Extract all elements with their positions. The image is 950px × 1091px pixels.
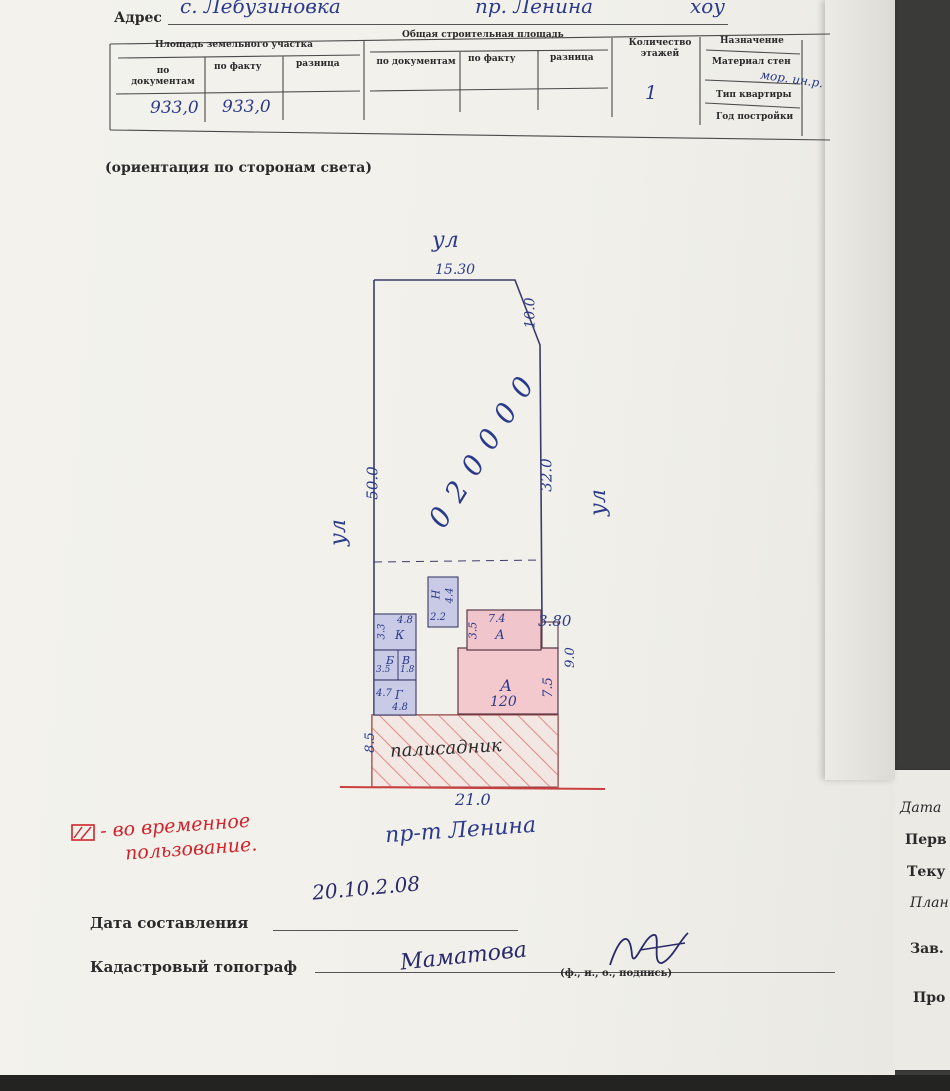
porch-step xyxy=(541,621,559,649)
dim-right-small: 9.0 xyxy=(562,647,578,668)
annex-label: А xyxy=(495,628,505,643)
date-label: Дата составления xyxy=(90,914,249,932)
v-label: В xyxy=(402,654,411,667)
table-surface xyxy=(0,1075,950,1091)
building-k xyxy=(373,613,417,651)
date-underline xyxy=(273,930,518,931)
building-bv xyxy=(373,649,417,681)
side-text-5: Зав. xyxy=(910,941,944,957)
signature-caption: (ф., и., о., подпись) xyxy=(560,968,673,979)
dim-top: 15.30 xyxy=(435,262,476,278)
purpose-header: Назначение xyxy=(720,36,784,46)
land-docs-col: по документам xyxy=(131,66,195,87)
k-label: К xyxy=(395,628,405,642)
paper-sheet xyxy=(0,0,895,1075)
dim-front: 8.5 xyxy=(362,732,378,753)
building-fact-col: по факту xyxy=(468,54,516,64)
g-label: Г xyxy=(395,688,403,702)
shed-label: Н xyxy=(429,589,443,600)
side-text-1: Дата xyxy=(900,800,942,816)
legend-hatch-swatch xyxy=(71,824,95,841)
wall-material-label: Материал стен xyxy=(712,57,791,67)
topographer-label: Кадастровый топограф xyxy=(90,958,298,976)
house-area: 120 xyxy=(490,694,517,710)
address-extra: хоу xyxy=(690,0,725,18)
address-street: пр. Ленина xyxy=(475,0,594,18)
b-dim: 3.5 xyxy=(376,665,391,675)
land-docs-value: 933,0 xyxy=(150,98,199,118)
house-a xyxy=(457,647,559,715)
address-underline xyxy=(168,24,728,25)
front-garden-hatched xyxy=(371,714,559,788)
land-diff-col: разница xyxy=(296,59,340,69)
street-left: ул xyxy=(325,519,351,546)
apartment-type-label: Тип квартиры xyxy=(716,90,792,100)
side-text-4: План xyxy=(910,895,949,911)
street-top: ул xyxy=(432,228,459,253)
building-diff-col: разница xyxy=(550,53,594,63)
address-village: с. Лебузиновка xyxy=(180,0,341,18)
dim-bottom: 21.0 xyxy=(455,790,491,809)
shed-n xyxy=(427,576,459,628)
annex-a1 xyxy=(466,609,542,651)
side-text-3: Теку xyxy=(907,864,946,880)
side-text-6: Про xyxy=(913,990,946,1006)
land-fact-col: по факту xyxy=(214,62,262,72)
annex-dim-2: 3.5 xyxy=(466,621,480,640)
dim-diagonal: 10.0 xyxy=(522,297,539,329)
k-dim-2: 4.8 xyxy=(397,615,413,626)
floors-value: 1 xyxy=(645,82,658,104)
address-label: Адрес xyxy=(114,10,162,26)
shed-dim-1: 4.4 xyxy=(444,587,456,604)
street-right: ул xyxy=(585,489,611,516)
side-text-2: Перв xyxy=(905,832,947,848)
building-docs-col: по документам xyxy=(376,57,456,67)
g-dim-2: 4.8 xyxy=(392,702,408,713)
b-label: Б xyxy=(386,654,395,667)
dim-step: 3.80 xyxy=(538,612,572,630)
building-g xyxy=(373,679,417,716)
year-built-label: Год постройки xyxy=(716,112,794,122)
house-label: А xyxy=(500,676,513,695)
floors-header: Количество этажей xyxy=(628,38,692,59)
paper-fold-edge xyxy=(825,0,895,780)
street-red-line xyxy=(339,786,606,790)
area-table-grid xyxy=(109,33,831,141)
building-area-header: Общая строительная площадь xyxy=(402,30,564,40)
signature xyxy=(609,932,689,966)
dim-left: 50.0 xyxy=(363,466,382,500)
topographer-underline xyxy=(315,972,835,973)
v-dim: 1.8 xyxy=(400,665,415,675)
k-dim-1: 3.3 xyxy=(376,623,388,640)
land-fact-value: 933,0 xyxy=(222,97,271,117)
annex-dim-1: 7.4 xyxy=(488,612,506,625)
land-area-header: Площадь земельного участка xyxy=(155,40,313,50)
orientation-note: (ориентация по сторонам света) xyxy=(105,160,372,176)
shed-dim-2: 2.2 xyxy=(430,612,446,623)
g-dim-1: 4.7 xyxy=(376,688,392,699)
dim-house-side: 7.5 xyxy=(540,677,556,698)
dim-right: 32.0 xyxy=(537,458,556,492)
